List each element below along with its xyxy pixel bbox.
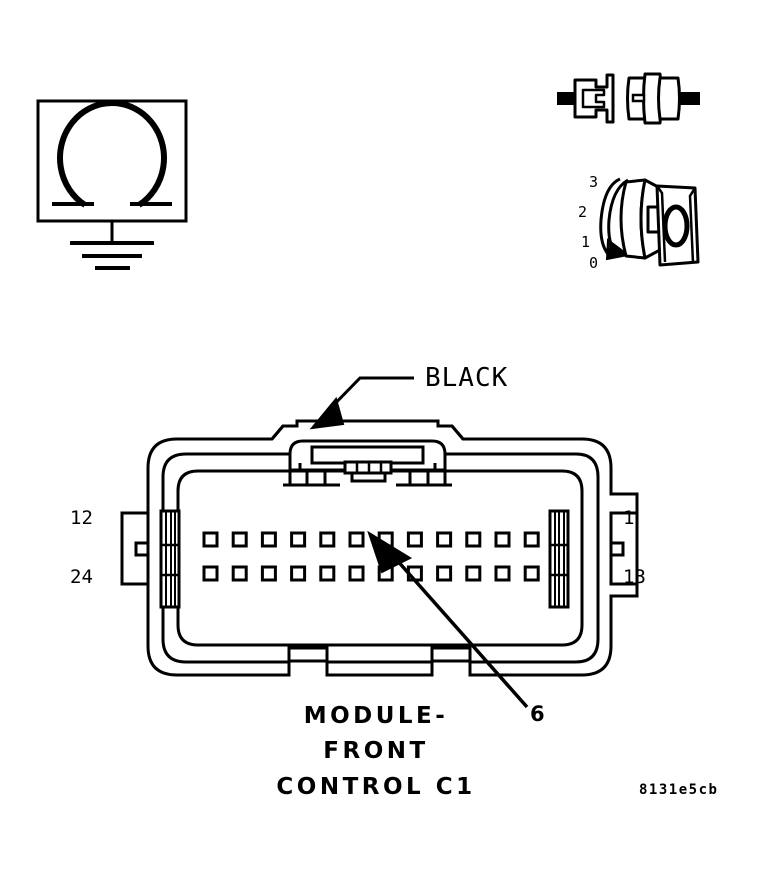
latch-center-teeth — [355, 462, 383, 473]
pin-label-bottom-left: 24 — [70, 566, 93, 588]
left-keying-rib-lines — [165, 511, 176, 607]
latch-tower-window — [310, 445, 425, 465]
right-side-ear — [609, 511, 639, 586]
pin-callout-number: 6 — [530, 702, 545, 726]
key-position-label-1: 1 — [581, 233, 591, 251]
female-connector-slot — [631, 93, 646, 103]
left-keying-rib-breaks — [161, 543, 179, 577]
key-rotation-arrowhead — [605, 238, 631, 261]
pin-cavity-14 — [494, 565, 511, 582]
right-keying-rib-lines — [554, 511, 565, 607]
disconnect-wire-right — [678, 92, 700, 105]
key-head-edge — [655, 185, 667, 263]
connector-caption-line-1: MODULE- — [303, 703, 449, 729]
connector-disconnect-symbol — [557, 72, 700, 125]
pin-cavity-13 — [523, 565, 540, 582]
pin-label-top-left: 12 — [70, 507, 93, 529]
pin-cavity-4 — [436, 531, 453, 548]
pin-cavity-7 — [348, 531, 365, 548]
left-side-ear — [120, 511, 150, 586]
pin-cavity-19 — [348, 565, 365, 582]
pin-cavity-2 — [494, 531, 511, 548]
pin-cavity-9 — [290, 531, 307, 548]
pin-cavity-12 — [202, 531, 219, 548]
pin-cavity-22 — [260, 565, 277, 582]
pin-callout-arrowhead — [367, 530, 413, 574]
key-position-label-3: 3 — [589, 173, 599, 191]
pin-label-bottom-right: 13 — [623, 566, 646, 588]
pin-cavity-8 — [319, 531, 336, 548]
pin-cavity-1 — [523, 531, 540, 548]
key-notch-body — [639, 178, 662, 260]
pin-grid — [202, 531, 540, 582]
male-connector-blade — [581, 88, 606, 109]
pin-cavity-21 — [290, 565, 307, 582]
key-position-label-0: 0 — [589, 254, 599, 272]
pin-cavity-15 — [465, 565, 482, 582]
pin-cavity-20 — [319, 565, 336, 582]
ignition-key-switch-symbol — [599, 177, 700, 267]
pin-cavity-5 — [406, 531, 423, 548]
top-rail-teeth — [288, 471, 447, 485]
male-connector-body — [573, 73, 615, 124]
pin-cavity-23 — [231, 565, 248, 582]
pin-cavity-24 — [202, 565, 219, 582]
key-rotation-arc-outer — [599, 177, 621, 260]
connector-color-label: BLACK — [425, 363, 509, 393]
connector-middle-shell — [161, 452, 600, 664]
female-connector-back — [657, 76, 681, 121]
pin-cavity-10 — [260, 531, 277, 548]
connector-caption-line-3: CONTROL C1 — [276, 774, 476, 800]
latch-tower-outline — [270, 419, 465, 440]
figure-id-code: 8131e5cb — [639, 782, 719, 798]
black-leader-arrowhead — [309, 396, 345, 430]
key-head-edge-right — [688, 187, 697, 264]
key-hole-icon — [662, 204, 690, 248]
ohmmeter-ground-symbol — [36, 99, 188, 270]
omega-icon — [57, 100, 167, 208]
pin-callout-line — [378, 539, 529, 709]
latch-center-foot — [350, 471, 387, 483]
pin-callout-leader — [367, 530, 529, 709]
connector-caption-line-2: FRONT — [323, 738, 429, 764]
latch-tower-legs — [298, 463, 437, 471]
pin-cavity-11 — [231, 531, 248, 548]
right-keying-rib-breaks — [550, 543, 568, 577]
pin-cavity-16 — [436, 565, 453, 582]
disconnect-wire-left — [557, 92, 577, 105]
pin-label-top-right: 1 — [623, 507, 635, 529]
pin-cavity-3 — [465, 531, 482, 548]
key-position-label-2: 2 — [578, 203, 588, 221]
